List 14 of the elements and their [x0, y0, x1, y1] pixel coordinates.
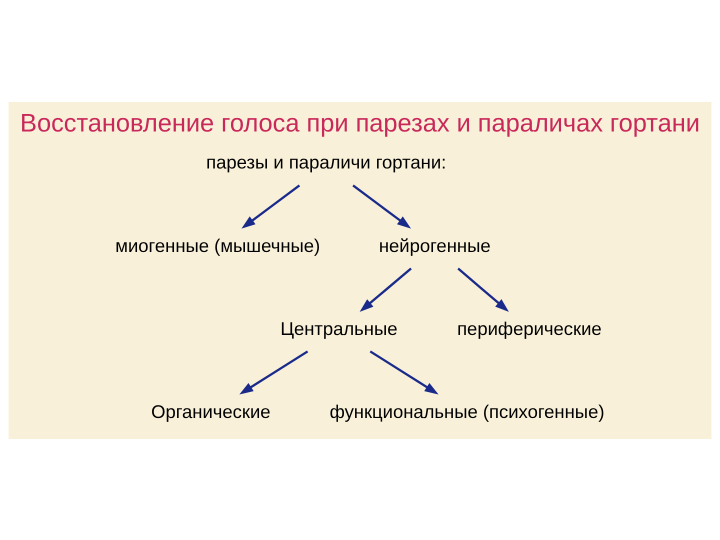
- arrow: [239, 350, 308, 394]
- node-text: парезы и параличи гортани:: [206, 151, 446, 172]
- node-text: нейрогенные: [378, 234, 491, 256]
- arrow: [457, 267, 509, 312]
- node-text: миогенные (мышечные): [115, 234, 320, 256]
- node-text: функциональные (психогенные): [330, 400, 604, 422]
- arrow: [370, 350, 439, 394]
- arrow: [352, 184, 412, 228]
- arrow: [241, 184, 300, 228]
- node-text: Органические: [151, 400, 271, 422]
- arrow: [360, 267, 412, 312]
- diagram-title: Восстановление голоса при парезах и параличах гортани: [20, 109, 700, 138]
- node-text: Центральные: [280, 317, 398, 338]
- node-text: периферические: [457, 317, 602, 338]
